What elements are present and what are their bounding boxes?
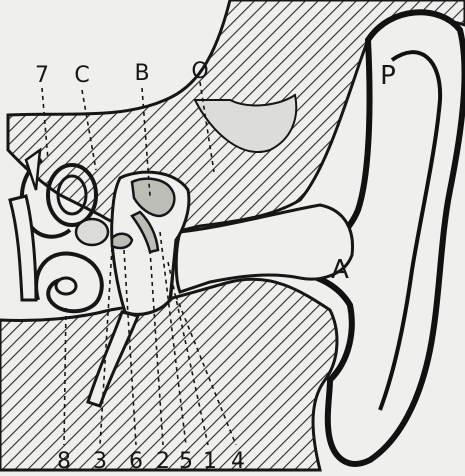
label-1: 1 bbox=[203, 449, 217, 474]
label-o: O bbox=[191, 59, 208, 84]
label-2: 2 bbox=[156, 449, 170, 474]
label-5: 5 bbox=[179, 449, 193, 474]
label-b: B bbox=[134, 61, 149, 86]
label-p: P bbox=[380, 61, 396, 91]
label-8: 8 bbox=[57, 449, 71, 474]
label-a: A bbox=[331, 255, 349, 285]
cochlea-core bbox=[56, 278, 76, 294]
label-c: C bbox=[74, 63, 89, 88]
vestibule bbox=[76, 219, 108, 245]
label-4: 4 bbox=[231, 449, 245, 474]
label-3: 3 bbox=[93, 449, 107, 474]
label-7: 7 bbox=[35, 63, 49, 88]
label-6: 6 bbox=[129, 449, 143, 474]
stapes bbox=[112, 234, 132, 248]
